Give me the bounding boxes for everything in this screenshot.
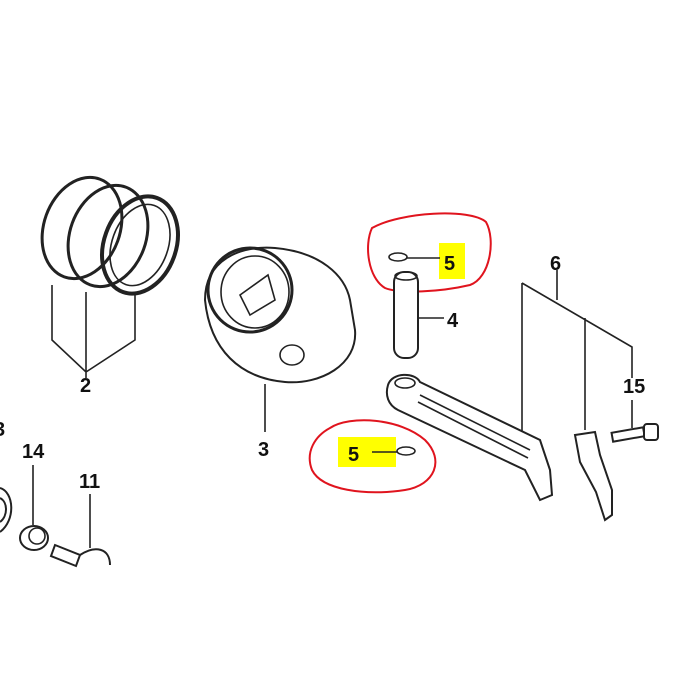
- bushing: [19, 525, 49, 551]
- callout-5-bottom: 5: [348, 444, 359, 466]
- rod-cap: [573, 430, 613, 522]
- callout-2: 2: [80, 375, 91, 397]
- red-circle-top: [367, 212, 492, 293]
- piston: [203, 246, 357, 432]
- callout-15: 15: [623, 376, 645, 398]
- connecting-rod: [385, 270, 633, 502]
- red-circle-bottom: [308, 419, 437, 494]
- callout-11: 11: [79, 471, 100, 493]
- partial-part: [0, 487, 13, 533]
- callout-14: 14: [22, 441, 45, 463]
- piston-rings: [40, 175, 180, 378]
- dowel-pin: [49, 543, 111, 568]
- bolt: [610, 400, 659, 443]
- pin-clip-top: [388, 252, 408, 262]
- piston-pin: [393, 271, 444, 359]
- callout-partial: 3: [0, 419, 5, 441]
- callout-4: 4: [447, 310, 459, 332]
- callout-5-top: 5: [444, 253, 455, 275]
- callout-3: 3: [258, 439, 269, 461]
- highlight-top: [439, 243, 465, 279]
- callout-6: 6: [550, 253, 561, 275]
- pin-clip-bottom: [396, 446, 416, 456]
